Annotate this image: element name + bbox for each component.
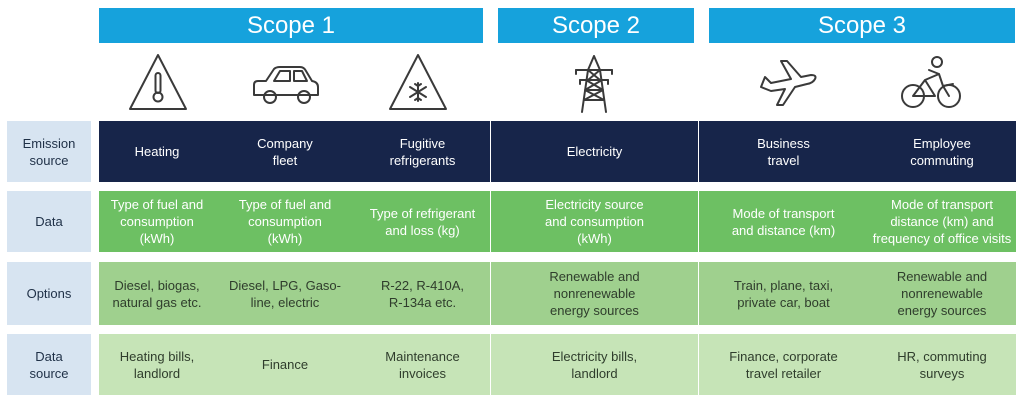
source-cell-fugitive-refrigerants: Maintenance invoices (385, 348, 460, 381)
data-cell-company-fleet: Type of fuel and consumption (kWh) (238, 197, 332, 246)
thermometer-warning-icon (126, 52, 190, 114)
emission-cell-fugitive-refrigerants: Fugitive refrigerants (389, 135, 456, 168)
source-cell-heating: Heating bills, landlord (119, 348, 195, 381)
row-label-data-source: Data source (7, 334, 91, 395)
options-cell-heating: Diesel, biogas, natural gas etc. (112, 277, 202, 310)
emission-cell-employee-commuting: Employee commuting (910, 135, 974, 168)
row-label-line: Data (35, 348, 63, 364)
options-cell-company-fleet: Diesel, LPG, Gaso- line, electric (229, 277, 341, 310)
row-label-emission-source: Emission source (7, 121, 91, 182)
car-icon (250, 52, 322, 114)
options-cell-employee-commuting: Renewable and nonrenewable energy source… (896, 269, 988, 318)
scope-1-header: Scope 1 (99, 8, 483, 43)
data-row: Type of fuel and consumption (kWh) Type … (99, 191, 1016, 252)
scope-3-header: Scope 3 (709, 8, 1015, 43)
airplane-icon (755, 52, 819, 114)
options-cell-electricity: Renewable and nonrenewable energy source… (490, 262, 698, 325)
data-source-row: Heating bills, landlord Finance Maintena… (99, 334, 1016, 395)
source-cell-electricity: Electricity bills, landlord (490, 334, 698, 395)
data-cell-employee-commuting: Mode of transport distance (km) and freq… (872, 197, 1012, 246)
emission-source-row: Heating Company fleet Fugitive refrigera… (99, 121, 1016, 182)
data-cell-heating: Type of fuel and consumption (kWh) (110, 197, 204, 246)
scope-3-title: Scope 3 (817, 11, 907, 39)
options-row: Diesel, biogas, natural gas etc. Diesel,… (99, 262, 1016, 325)
source-cell-employee-commuting: HR, commuting surveys (897, 348, 987, 381)
row-label-line: Emission (22, 135, 76, 151)
row-label-options: Options (7, 262, 91, 325)
data-cell-fugitive-refrigerants: Type of refrigerant and loss (kg) (369, 205, 476, 238)
row-label-data: Data (7, 191, 91, 252)
row-label-line: Options (26, 286, 72, 301)
emission-cell-business-travel: Business travel (698, 121, 868, 182)
row-label-line: source (29, 365, 69, 381)
row-label-line: Data (35, 214, 63, 229)
emission-cell-heating: Heating (134, 144, 180, 159)
scope-1-title: Scope 1 (246, 11, 336, 39)
source-cell-business-travel: Finance, corporate travel retailer (698, 334, 868, 395)
row-label-line: source (29, 152, 69, 168)
source-cell-company-fleet: Finance (261, 357, 309, 372)
options-cell-business-travel: Train, plane, taxi, private car, boat (698, 262, 868, 325)
data-cell-electricity: Electricity source and consumption (kWh) (490, 191, 698, 252)
scope-2-header: Scope 2 (498, 8, 694, 43)
snowflake-warning-icon (386, 52, 450, 114)
power-tower-icon (562, 52, 626, 116)
scope-2-title: Scope 2 (551, 11, 641, 39)
emission-cell-electricity: Electricity (490, 121, 698, 182)
data-cell-business-travel: Mode of transport and distance (km) (698, 191, 868, 252)
emission-cell-company-fleet: Company fleet (257, 135, 313, 168)
options-cell-fugitive-refrigerants: R-22, R-410A, R-134a etc. (380, 277, 465, 310)
cyclist-icon (899, 50, 963, 114)
